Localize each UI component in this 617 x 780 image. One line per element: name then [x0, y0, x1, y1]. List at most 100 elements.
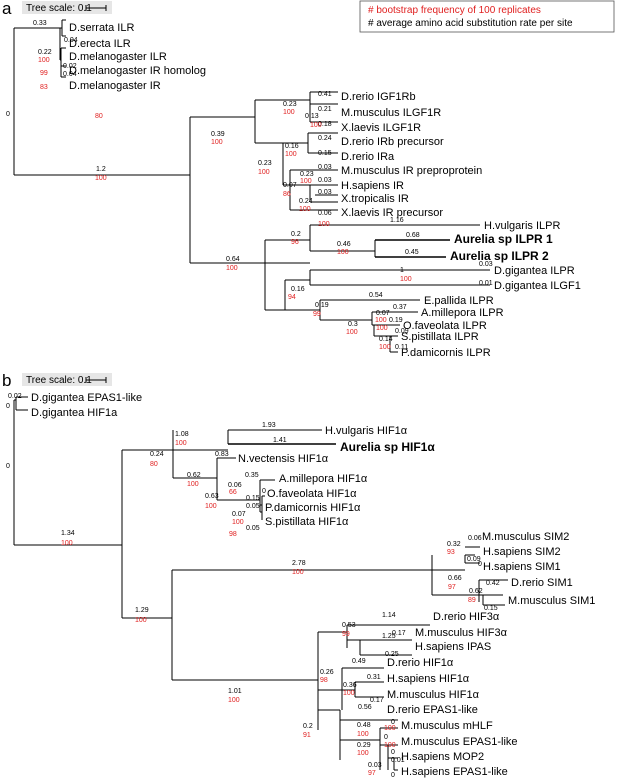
panel-a-scale-label: Tree scale: 0.1	[26, 3, 92, 14]
legend-box	[359, 0, 615, 33]
bl-b-12: 0.07	[232, 511, 246, 518]
bl-a-39: 0.3	[348, 321, 358, 328]
bl-b-18: 0.06	[468, 535, 482, 542]
leaf-dgig-hif1a: D.gigantea HIF1a	[31, 407, 118, 419]
bl-b-42: 0.01	[391, 757, 405, 764]
leaf-amill-hif1a: A.millepora HIF1α	[279, 473, 368, 485]
bl-b-16: 0.24	[150, 451, 164, 458]
leaf-mmus-sim1: M.musculus SIM1	[508, 595, 595, 607]
bl-b-13: 0.05	[246, 525, 260, 532]
bl-b-30: 1.25	[382, 633, 396, 640]
leaf-spist-hif1a: S.pistillata HIF1α	[265, 516, 349, 528]
bl-b-2: 0	[6, 463, 10, 470]
leaf-hvulg-ilpr: H.vulgaris ILPR	[484, 220, 560, 232]
bl-a-5: 0	[6, 111, 10, 118]
bs-b-2: 80	[150, 461, 158, 468]
bl-a-23: 1.2	[96, 166, 106, 173]
leaf-derecta-ilr: D.erecta ILR	[69, 38, 131, 50]
bs-b-17: 100	[357, 731, 369, 738]
bl-a-33: 0.37	[393, 304, 407, 311]
bs-a-1: 99	[40, 70, 48, 77]
leaf-dmel-ir: D.melanogaster IR	[69, 80, 161, 92]
bs-a-11: 100	[299, 206, 311, 213]
bl-b-48: 1.29	[135, 607, 149, 614]
bs-a-16: 100	[400, 276, 412, 283]
leaf-drerio-ira: D.rerio IRa	[341, 151, 395, 163]
bs-a-9: 100	[300, 178, 312, 185]
bl-a-37: 0.14	[379, 336, 393, 343]
bs-a-2: 83	[40, 84, 48, 91]
bs-b-14: 98	[320, 677, 328, 684]
leaf-hsap-ipas: H.sapiens IPAS	[415, 641, 491, 653]
bl-a-28: 0.2	[291, 231, 301, 238]
bl-a-35: 0.19	[389, 317, 403, 324]
bl-a-32: 0.54	[369, 292, 383, 299]
leaf-mmus-mhlf: M.musculus mHLF	[401, 720, 493, 732]
bl-a-17: 0.07	[283, 182, 297, 189]
bl-a-11: 0.24	[318, 135, 332, 142]
bl-b-39: 0	[384, 734, 388, 741]
bl-a-7: 0.21	[318, 106, 332, 113]
bs-a-17: 94	[288, 294, 296, 301]
bs-a-7: 100	[258, 169, 270, 176]
bl-b-9: 0	[262, 488, 266, 495]
bs-b-13: 99	[342, 631, 350, 638]
bl-b-10: 0.15	[246, 495, 260, 502]
bs-a-6: 100	[285, 151, 297, 158]
bs-a-12: 100	[318, 221, 330, 228]
bl-a-10: 0.23	[283, 101, 297, 108]
bl-b-24: 0.15	[484, 605, 498, 612]
leaf-pdam-ilpr: P.damicornis ILPR	[401, 347, 491, 359]
leaf-hsap-sim1: H.sapiens SIM1	[483, 561, 561, 573]
bl-a-27: 0.45	[405, 249, 419, 256]
leaf-hsap-ir: H.sapiens IR	[341, 180, 404, 192]
bl-a-9: 0.18	[318, 121, 332, 128]
leaf-pdam-hif1a: P.damicornis HIF1α	[265, 502, 361, 514]
leaf-amill-ilpr: A.millepora ILPR	[421, 307, 504, 319]
bs-b-6: 100	[232, 519, 244, 526]
bl-a-0: 0.33	[33, 20, 47, 27]
leaf-hsap-epas1-like: H.sapiens EPAS1-like	[401, 766, 508, 778]
bs-a-5: 100	[211, 139, 223, 146]
bl-a-14: 0.03	[318, 164, 332, 171]
bs-a-13: 100	[337, 249, 349, 256]
bs-b-9: 93	[447, 549, 455, 556]
bl-a-16: 0.03	[318, 177, 332, 184]
leaf-epall-ilpr: E.pallida ILPR	[424, 295, 494, 307]
bl-a-25: 0.68	[406, 232, 420, 239]
bl-a-6: 0.41	[318, 91, 332, 98]
bl-b-27: 1.14	[382, 612, 396, 619]
bl-b-14: 0.63	[205, 493, 219, 500]
bl-b-15: 0.62	[187, 472, 201, 479]
leaf-dserrata-ilr: D.serrata ILR	[69, 22, 134, 34]
bs-a-4: 100	[310, 122, 322, 129]
leaf-aurelia-ilpr-2: Aurelia sp ILPR 2	[450, 249, 549, 263]
leaf-hsap-hif1a: H.sapiens HIF1α	[387, 673, 470, 685]
bs-b-21: 100	[357, 750, 369, 757]
bl-a-18: 0.03	[318, 189, 332, 196]
bs-b-22: 100	[384, 725, 396, 732]
leaf-mmus-sim2: M.musculus SIM2	[482, 531, 569, 543]
bl-b-20: 0.09	[467, 556, 481, 563]
bl-a-20: 0.06	[318, 210, 332, 217]
bl-b-8: 0.06	[228, 482, 242, 489]
leaf-dgig-epas1-like: D.gigantea EPAS1-like	[31, 392, 142, 404]
bl-a-3: 0.02	[63, 63, 77, 70]
bl-a-26: 0.46	[337, 241, 351, 248]
bl-b-29: 0.17	[392, 630, 406, 637]
panel-b-scale-bar	[85, 377, 107, 383]
leaf-aurelia-ilpr-1: Aurelia sp ILPR 1	[454, 232, 553, 246]
leaf-aurelia-hif1a: Aurelia sp HIF1α	[340, 440, 435, 454]
bs-a-15: 100	[226, 265, 238, 272]
bl-a-15: 0.23	[300, 171, 314, 178]
leaf-ofav-hif1a: O.faveolata HIF1α	[267, 488, 357, 500]
legend-rate: # average amino acid substitution rate p…	[368, 18, 573, 29]
bl-a-41: 0.16	[291, 286, 305, 293]
bl-b-45: 0.48	[357, 722, 371, 729]
leaf-drerio-irb: D.rerio IRb precursor	[341, 136, 444, 148]
bl-a-12: 0.16	[285, 143, 299, 150]
panel-a-scale-bar	[85, 5, 107, 11]
panel-b-branches	[13, 396, 508, 771]
bs-b-4: 66	[229, 489, 237, 496]
bl-b-26: 2.78	[292, 560, 306, 567]
